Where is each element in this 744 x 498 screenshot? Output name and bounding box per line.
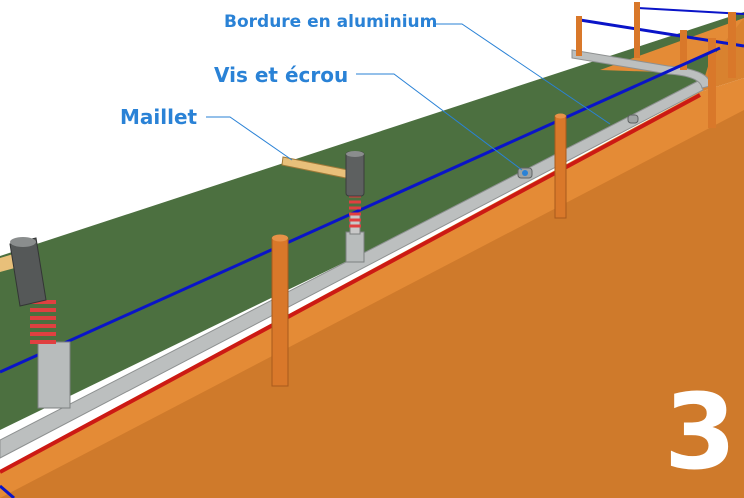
wooden-stake-icon bbox=[708, 38, 716, 128]
wooden-stake-icon bbox=[634, 2, 640, 58]
base-line bbox=[0, 93, 701, 474]
string-line-far bbox=[579, 18, 744, 48]
wooden-stake-icon bbox=[728, 12, 736, 78]
aluminium-edging-curve bbox=[571, 49, 711, 89]
wooden-stake-icon bbox=[271, 237, 289, 387]
label-screw-nut: Vis et écrou bbox=[214, 63, 349, 87]
screw-nut-icon bbox=[627, 114, 639, 124]
callout-line-maillet bbox=[206, 116, 293, 161]
wooden-stake-icon bbox=[680, 30, 687, 70]
label-aluminium-edging: Bordure en aluminium bbox=[224, 12, 438, 32]
string-line bbox=[0, 46, 721, 374]
callout-line-bordure bbox=[436, 23, 611, 125]
wooden-stake-icon bbox=[576, 16, 582, 56]
callout-line-vis bbox=[356, 73, 523, 171]
label-mallet: Maillet bbox=[120, 105, 198, 129]
mallet-tool-left bbox=[9, 237, 71, 409]
string-line-top bbox=[637, 7, 744, 15]
screw-nut-icon bbox=[517, 167, 533, 179]
trench-wall-far bbox=[600, 18, 744, 72]
step-number: 3 bbox=[664, 371, 737, 493]
mallet-tool-middle bbox=[345, 151, 365, 263]
wooden-stake-icon bbox=[554, 115, 567, 219]
string-line-front bbox=[0, 484, 15, 498]
